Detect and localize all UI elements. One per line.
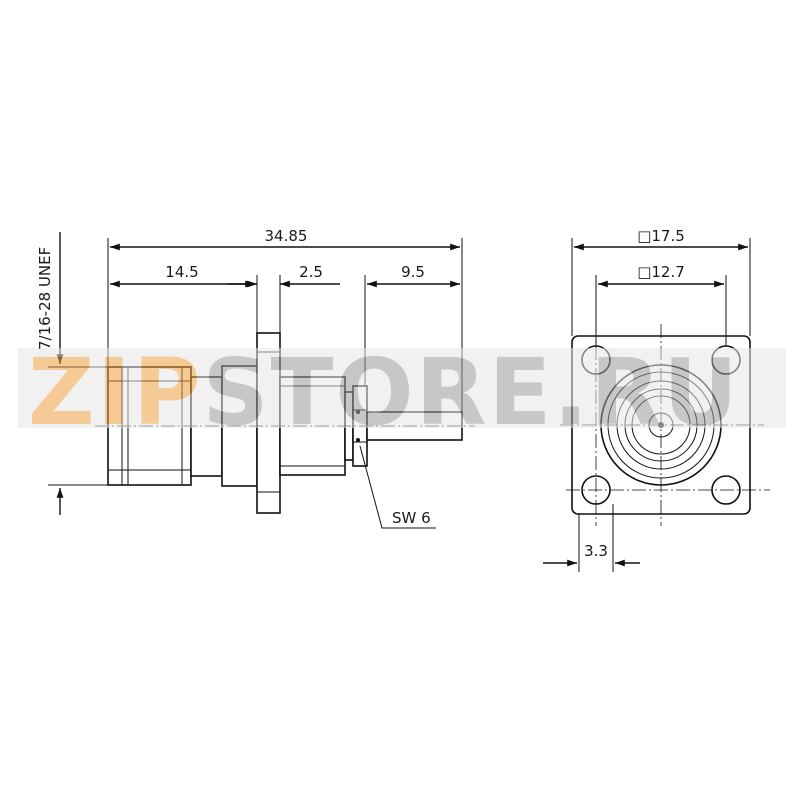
hole-offset-label: 3.3 (584, 542, 608, 560)
dimension-labels: 34.85 14.5 2.5 9.5 7/16-28 UNEF SW 6 □17… (36, 227, 685, 560)
front-extension-lines (571, 238, 751, 572)
side-dimension-lines (56, 232, 460, 529)
hole-spacing-label: □12.7 (637, 263, 685, 281)
flange-square-label: □17.5 (637, 227, 685, 245)
watermark-store: STORE.RU (202, 339, 739, 446)
front-length-label: 14.5 (165, 263, 198, 281)
wrench-leader (359, 445, 436, 529)
wrench-size-label: SW 6 (392, 509, 431, 527)
pin-length-label: 9.5 (401, 263, 425, 281)
overall-length-label: 34.85 (265, 227, 308, 245)
watermark-zip: ZIP (28, 339, 202, 446)
watermark-text: ZIPSTORE.RU (28, 339, 740, 446)
watermark-band (18, 348, 786, 428)
front-dimension-lines (543, 243, 748, 567)
watermark: ZIPSTORE.RU (18, 339, 786, 446)
thread-spec-label: 7/16-28 UNEF (36, 247, 54, 350)
flange-thickness-label: 2.5 (299, 263, 323, 281)
